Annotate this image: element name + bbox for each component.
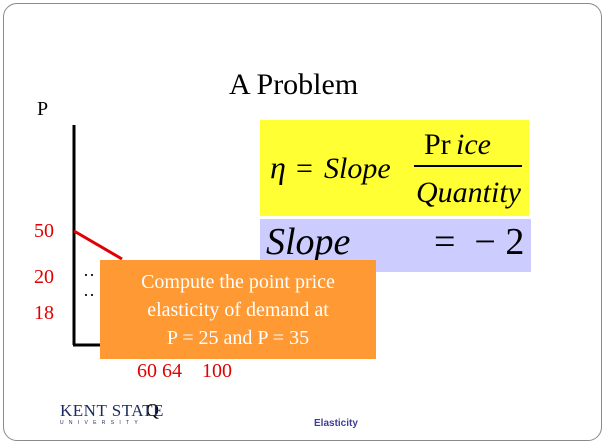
callout-line-2: elasticity of demand at [147, 298, 329, 321]
numerator-italic: ice [456, 128, 491, 161]
callout-line-1: Compute the point price [141, 270, 335, 293]
slide: A Problem P Q 50 20 18 60 64 100 η = Slo… [3, 3, 602, 441]
price-axis-label: P [37, 98, 49, 120]
eta-symbol: η [270, 149, 286, 185]
logo-main-text: KENT STATE [60, 401, 164, 420]
price-tick-50: 50 [34, 220, 54, 242]
slope-word: Slope [324, 152, 391, 185]
footer-label: Elasticity [314, 418, 358, 429]
formula-graphic: η = Slope Pr ice Quantity [270, 128, 522, 209]
equals-sign: = [296, 152, 313, 185]
demand-line [73, 229, 123, 261]
kent-state-logo: KENT STATE UNIVERSITY [60, 402, 164, 427]
slope-value: = − 2 [434, 221, 525, 263]
slope-label: Slope [266, 221, 351, 263]
elasticity-formula: η = Slope Pr ice Quantity [260, 120, 529, 216]
dotted-guide-lower: ·· [83, 285, 95, 305]
callout-line-3: P = 25 and P = 35 [166, 326, 310, 349]
slide-title: A Problem [229, 68, 359, 101]
denominator: Quantity [416, 176, 522, 209]
price-tick-20: 20 [34, 266, 54, 288]
dotted-guide-upper: ·· [83, 265, 95, 285]
quantity-ticks: 60 64 100 [137, 360, 232, 382]
price-tick-18: 18 [34, 302, 54, 324]
logo-sub-text: UNIVERSITY [60, 420, 144, 426]
numerator-upright: Pr [424, 128, 451, 161]
quantity-axis-label: Q [146, 400, 159, 420]
problem-callout: Compute the point price elasticity of de… [100, 260, 376, 359]
